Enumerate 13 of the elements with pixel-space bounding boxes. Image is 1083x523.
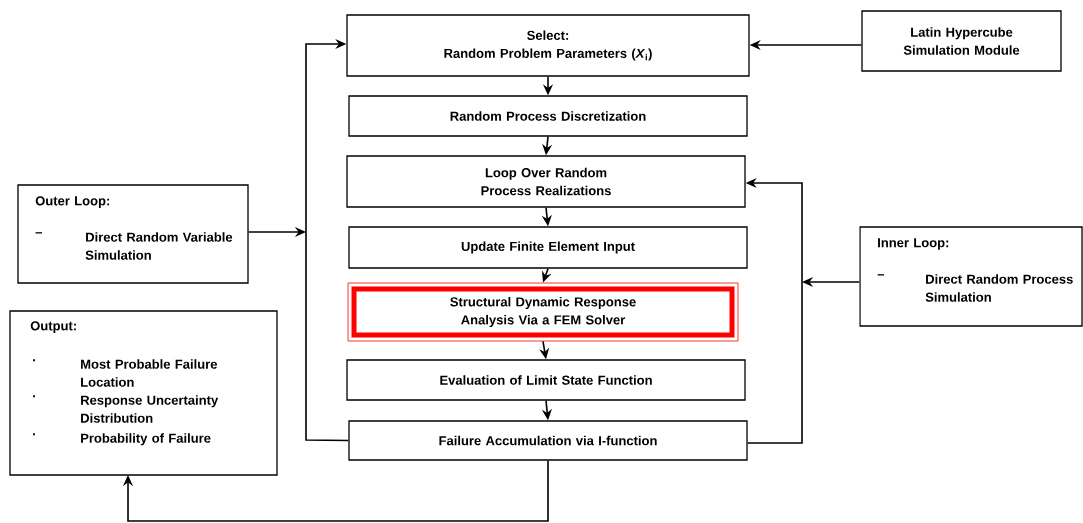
arrow [305,38,350,442]
process-box: Failure Accumulation via I-function [348,420,748,461]
info-box: Inner Loop: – Direct Random Process Simulation [859,226,1083,327]
process-box: Latin Hypercube Simulation Module [861,10,1062,72]
process-box: Evaluation of Limit State Function [346,359,746,401]
info-box: Outer Loop: – Direct Random Variable Simulation [17,184,249,284]
process-box: Update Finite Element Input [348,226,748,269]
highlighted-process-box: Structural Dynamic Response Analysis Via a FEM Solver [347,282,739,342]
arrow [122,459,549,522]
process-box: Random Process Discretization [348,95,748,137]
info-box: Output: · Most Probable Failure Location · Response Uncertainty Distribution · Probability of Failure [9,310,278,476]
process-box: Select: Random Problem Parameters (X$_{i}$) [346,14,750,77]
process-box: Loop Over Random Process Realizations [346,155,746,208]
